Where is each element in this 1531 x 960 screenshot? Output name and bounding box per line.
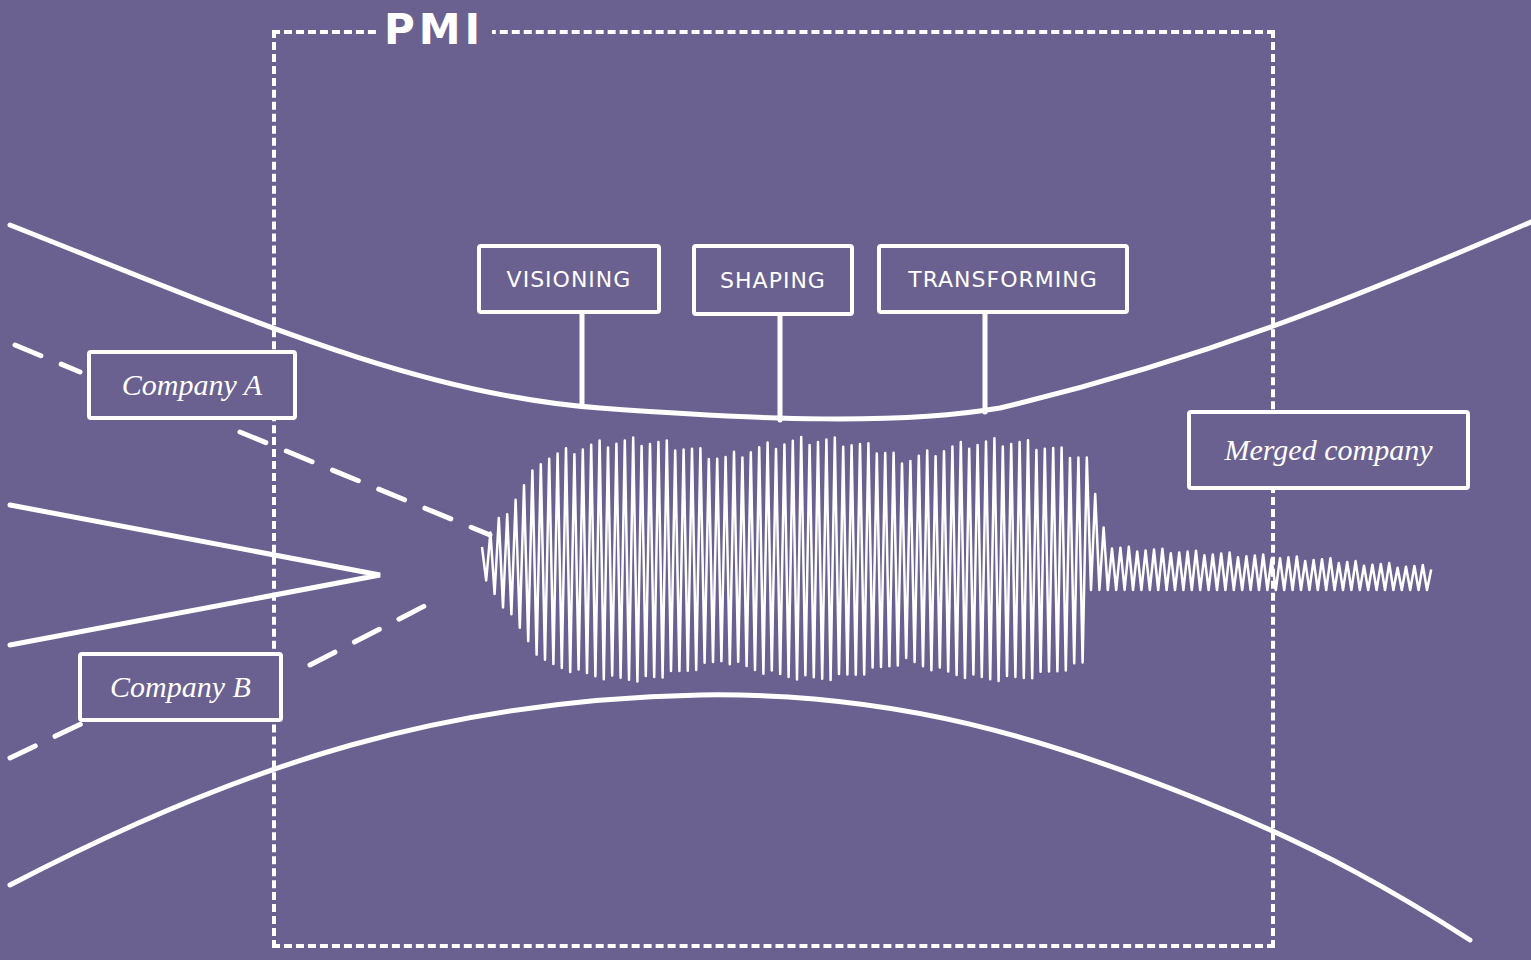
- dashed-path: [15, 345, 80, 372]
- box-label: Company B: [110, 670, 251, 704]
- leader-line: [580, 310, 585, 406]
- dashed-path: [240, 432, 490, 535]
- box-label: Merged company: [1225, 433, 1433, 467]
- box-label: SHAPING: [720, 268, 826, 293]
- merge-wedge: [10, 505, 380, 645]
- leader-line: [983, 312, 988, 412]
- box-label: TRANSFORMING: [908, 267, 1098, 292]
- dashed-path: [310, 598, 440, 665]
- box-label: VISIONING: [507, 267, 632, 292]
- frame-title: PMI: [376, 4, 492, 56]
- box-label: Company A: [122, 368, 262, 402]
- company-box: Company A: [87, 350, 297, 420]
- phase-box: TRANSFORMING: [877, 244, 1129, 314]
- pmi-frame: PMIVISIONINGSHAPINGTRANSFORMING: [272, 30, 1275, 948]
- phase-box: VISIONING: [477, 244, 661, 314]
- dashed-path: [10, 722, 85, 758]
- leader-line: [778, 314, 783, 420]
- company-box: Merged company: [1187, 410, 1470, 490]
- funnel-top-line: [10, 222, 1531, 419]
- phase-box: SHAPING: [692, 244, 854, 316]
- funnel-bottom-line: [10, 695, 1470, 940]
- company-box: Company B: [78, 652, 283, 722]
